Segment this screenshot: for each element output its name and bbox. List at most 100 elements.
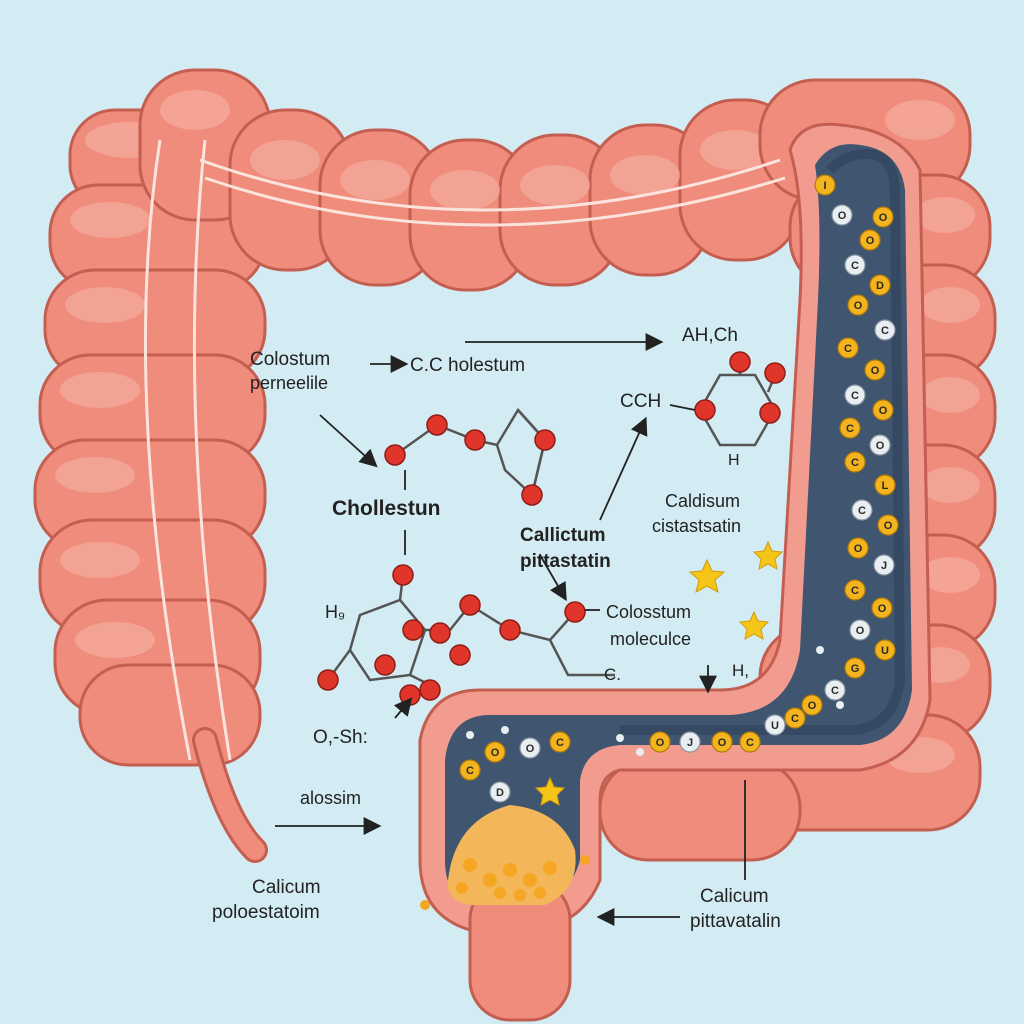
- lumen-particle-letter: I: [823, 180, 826, 192]
- lumen-particle-letter: O: [808, 700, 817, 712]
- lumen-particle-letter: C: [556, 737, 564, 749]
- lumen-dot: [616, 734, 624, 742]
- lumen-particle-letter: O: [854, 543, 863, 555]
- label-h9: H₉: [325, 602, 346, 622]
- lumen-particle: [784, 707, 806, 729]
- lumen-particle-letter: O: [656, 737, 665, 749]
- transverse-colon-highlights: [160, 90, 770, 210]
- lumen-particle-letter: C: [851, 390, 859, 402]
- lumen-particle: [831, 204, 853, 226]
- lumen-particle-letter: U: [881, 645, 889, 657]
- lumen-particle-letter: C: [466, 765, 474, 777]
- lumen-particle: [872, 206, 894, 228]
- lumen-particle-letter: U: [771, 720, 779, 732]
- label-poloestatoim: poloestatoim: [212, 902, 320, 923]
- lumen-particle: [851, 499, 873, 521]
- lumen-particle-letter: C: [881, 325, 889, 337]
- lumen-particle-letter: O: [879, 212, 888, 224]
- lumen-particle: [847, 294, 869, 316]
- lumen-particle: [864, 359, 886, 381]
- lumen-particle: [764, 714, 786, 736]
- label-ahch: AH,Ch: [682, 325, 738, 346]
- lumen-particle: [844, 579, 866, 601]
- label-h-comma: H,: [732, 661, 749, 680]
- lumen-particle-letter: C: [844, 343, 852, 355]
- label-cch: CCH: [620, 391, 662, 412]
- lumen-particle: [869, 434, 891, 456]
- label-h-top: H: [728, 452, 740, 469]
- lumen-particle: [844, 657, 866, 679]
- lumen-particle-letter: D: [496, 787, 504, 799]
- lumen-particle: [869, 274, 891, 296]
- lumen-particle-letter: O: [838, 210, 847, 222]
- lumen-particle-letter: C: [846, 423, 854, 435]
- label-alossim: alossim: [300, 788, 362, 808]
- lumen-particle-letter: O: [876, 440, 885, 452]
- lumen-dot: [836, 701, 844, 709]
- lumen-dot: [636, 748, 644, 756]
- lumen-particle-letter: G: [851, 663, 860, 675]
- sparkle-stars: [534, 540, 784, 806]
- lumen-dot: [501, 726, 509, 734]
- atoms-colosstum: [317, 564, 586, 706]
- taenia-band-left: [143, 139, 232, 761]
- lumen-particle-letter: L: [882, 480, 889, 492]
- label-c-dot: C.: [604, 665, 621, 684]
- lumen-particle: [877, 514, 899, 536]
- label-permeelile: perneelile: [250, 373, 329, 393]
- lumen-particle: [837, 337, 859, 359]
- lumen-particle: [679, 731, 701, 753]
- atoms-cholestun: [384, 414, 556, 506]
- lumen-particle-letter: O: [718, 737, 727, 749]
- label-colosstum: Colosstum: [606, 602, 692, 622]
- lumen-particle-letter: J: [687, 737, 693, 749]
- lumen-particle: [844, 254, 866, 276]
- lumen-particle: [459, 759, 481, 781]
- lumen-particle-letter: C: [858, 505, 866, 517]
- lumen-particle: [844, 384, 866, 406]
- lumen-particle: [489, 781, 511, 803]
- lumen-particle-letter: C: [746, 737, 754, 749]
- lumen-particle: [874, 639, 896, 661]
- lumen-dot: [816, 646, 824, 654]
- star-icon: [752, 540, 784, 570]
- lumen-particle: [873, 554, 895, 576]
- label-chollestun: Chollestun: [332, 497, 441, 520]
- lumen-particle: [824, 679, 846, 701]
- lumen-particle: [649, 731, 671, 753]
- lumen-particle: [814, 174, 836, 196]
- atoms-ahch: [694, 351, 786, 424]
- lumen-particle-letter: O: [491, 747, 500, 759]
- label-callictum: Callictum: [520, 525, 606, 546]
- label-cc-holestum: C.C holestum: [410, 355, 526, 376]
- lumen-particle-letter: O: [526, 743, 535, 755]
- lumen-particle: [874, 319, 896, 341]
- lumen-particle-letter: O: [866, 235, 875, 247]
- star-icon: [688, 558, 726, 593]
- label-colostum: Colostum: [250, 349, 331, 370]
- lumen-particle: [739, 731, 761, 753]
- label-calicum-right: Calicum: [700, 886, 769, 907]
- lumen-particle-letter: O: [884, 520, 893, 532]
- annotation-arrows: [275, 333, 746, 926]
- lumen-particle-letter: O: [854, 300, 863, 312]
- lumen-particle-letter: C: [851, 260, 859, 272]
- lumen-particle-letter: C: [851, 585, 859, 597]
- lumen-particle-letter: O: [856, 625, 865, 637]
- label-pittavatalin: pittavatalin: [690, 911, 781, 932]
- lumen-particle: [484, 741, 506, 763]
- label-calicum-left: Calicum: [252, 877, 321, 898]
- lumen-particle-letter: D: [876, 280, 884, 292]
- ascending-colon-highlights: [55, 122, 175, 658]
- lumen-particle: [839, 417, 861, 439]
- label-osh: O,-Sh:: [313, 727, 368, 748]
- lumen-particle-letter: J: [881, 560, 887, 572]
- lumen-particle: [874, 474, 896, 496]
- lumen-particle: [872, 399, 894, 421]
- lumen-particle: [871, 597, 893, 619]
- taenia-band-top: [199, 158, 786, 227]
- star-icon: [738, 610, 770, 640]
- lumen-particle: [847, 537, 869, 559]
